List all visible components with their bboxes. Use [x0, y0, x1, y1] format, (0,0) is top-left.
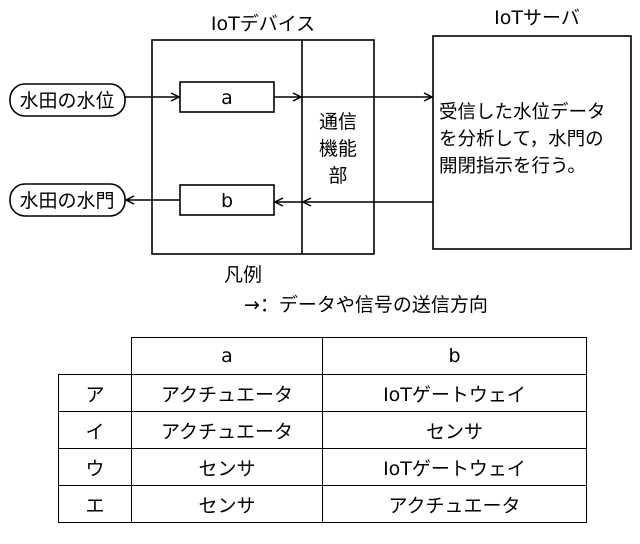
answer-choices-table: a b ア アクチュエータ IoTゲートウェイ イ アクチュエータ センサ ウ …: [58, 337, 587, 523]
server-text-line-1: 受信した水位データ: [439, 102, 606, 123]
table-row: ウ センサ IoTゲートウェイ: [58, 448, 587, 486]
table-row: ア アクチュエータ IoTゲートウェイ: [58, 374, 587, 412]
table-header-b: b: [322, 337, 587, 375]
component-a-box: [179, 81, 275, 113]
choice-label: エ: [58, 485, 132, 523]
choice-a-value: センサ: [131, 485, 323, 523]
table-row: イ アクチュエータ センサ: [58, 411, 587, 449]
server-text-line-3: 開閉指示を行う。: [439, 156, 586, 177]
choice-b-value: IoTゲートウェイ: [322, 448, 587, 486]
iot-device-box: [151, 39, 375, 255]
choice-a-value: アクチュエータ: [131, 411, 323, 449]
legend-text: →：データや信号の送信方向: [244, 294, 488, 316]
server-text-line-2: を分析して，水門の: [439, 129, 604, 150]
iot-device-label: IoTデバイス: [211, 13, 315, 35]
choice-a-value: アクチュエータ: [131, 374, 323, 412]
table-header-corner: [58, 337, 132, 375]
choice-b-value: IoTゲートウェイ: [322, 374, 587, 412]
legend-title: 凡例: [224, 264, 262, 286]
iot-system-diagram: IoTデバイス 通信 機能 部 a b IoTサーバ 受信した水位データ を分析…: [9, 7, 632, 316]
iot-server-label: IoTサーバ: [494, 7, 580, 29]
paddy-level-box: [9, 83, 126, 117]
paddy-level-label: 水田の水位: [19, 90, 114, 112]
choice-b-value: センサ: [322, 411, 587, 449]
comm-unit-label: 通信 機能 部: [319, 111, 357, 187]
comm-unit-line-3: 部: [328, 165, 347, 187]
comm-unit-line-1: 通信: [319, 111, 357, 133]
paddy-gate-label: 水田の水門: [19, 190, 114, 212]
table-row: エ センサ アクチュエータ: [58, 485, 587, 523]
comm-unit-line-2: 機能: [319, 138, 357, 160]
component-b-label: b: [221, 190, 233, 212]
iot-server-text: 受信した水位データ を分析して，水門の 開閉指示を行う。: [439, 102, 606, 177]
choice-a-value: センサ: [131, 448, 323, 486]
choice-label: ア: [58, 374, 132, 412]
choice-b-value: アクチュエータ: [322, 485, 587, 523]
component-a-label: a: [221, 87, 233, 109]
iot-server-box: [432, 35, 632, 250]
table-header-a: a: [131, 337, 323, 375]
choice-label: ウ: [58, 448, 132, 486]
table-header-row: a b: [58, 337, 587, 375]
choice-label: イ: [58, 411, 132, 449]
